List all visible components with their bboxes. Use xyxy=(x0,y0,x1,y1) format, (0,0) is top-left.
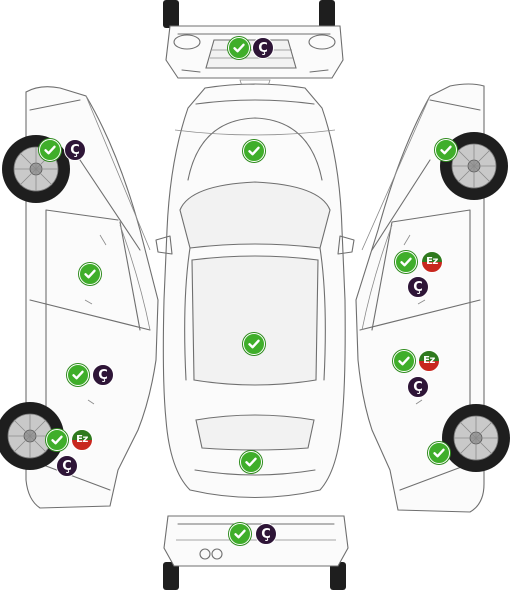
c-label: Ç xyxy=(413,279,423,295)
c-label: Ç xyxy=(258,40,268,56)
right-side-view xyxy=(355,83,510,513)
c-label: Ç xyxy=(413,379,423,395)
c-label: Ç xyxy=(98,367,108,383)
c-label: Ç xyxy=(70,142,80,158)
front-bumper-check-icon[interactable] xyxy=(228,37,250,59)
right-front-door-check-icon[interactable] xyxy=(395,251,417,273)
rear-bumper-check-icon[interactable] xyxy=(229,523,251,545)
left-rear-fender-check-icon[interactable] xyxy=(46,429,68,451)
right-front-door-c-badge[interactable]: Ç xyxy=(407,276,429,298)
ez-label: Ez xyxy=(76,434,88,445)
left-front-door-check-icon[interactable] xyxy=(79,263,101,285)
right-rear-door-check-icon[interactable] xyxy=(393,350,415,372)
top-view xyxy=(155,83,355,499)
roof-check-icon[interactable] xyxy=(243,333,265,355)
trunk-check-icon[interactable] xyxy=(240,451,262,473)
c-label: Ç xyxy=(62,458,72,474)
left-front-fender-c-badge[interactable]: Ç xyxy=(64,139,86,161)
right-rear-door-ez-badge[interactable]: Ez xyxy=(418,350,440,372)
left-rear-door-c-badge[interactable]: Ç xyxy=(92,364,114,386)
left-rear-fender-c-badge[interactable]: Ç xyxy=(56,455,78,477)
c-label: Ç xyxy=(261,526,271,542)
right-rear-fender-check-icon[interactable] xyxy=(428,442,450,464)
hood-check-icon[interactable] xyxy=(243,140,265,162)
right-rear-door-c-badge[interactable]: Ç xyxy=(407,376,429,398)
right-front-fender-check-icon[interactable] xyxy=(435,139,457,161)
ez-label: Ez xyxy=(423,355,435,366)
left-rear-door-check-icon[interactable] xyxy=(67,364,89,386)
ez-label: Ez xyxy=(426,256,438,267)
right-front-door-ez-badge[interactable]: Ez xyxy=(421,251,443,273)
rear-bumper-c-badge[interactable]: Ç xyxy=(255,523,277,545)
rear-view xyxy=(163,515,349,590)
front-bumper-c-badge[interactable]: Ç xyxy=(252,37,274,59)
left-rear-fender-ez-badge[interactable]: Ez xyxy=(71,429,93,451)
left-front-fender-check-icon[interactable] xyxy=(39,139,61,161)
